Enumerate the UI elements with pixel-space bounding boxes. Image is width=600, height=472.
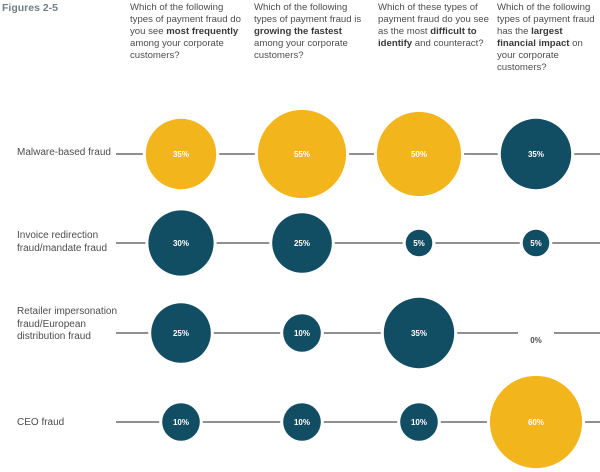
bubble-malware-col1 <box>145 118 217 190</box>
value-label: 5% <box>413 239 425 248</box>
row-label-ceo-fraud: CEO fraud <box>17 417 65 428</box>
value-label: 5% <box>530 239 542 248</box>
bubble-malware-col3 <box>376 111 462 197</box>
value-label: 0% <box>530 336 542 345</box>
row-label-retailer-impersonation: Retailer impersonation fraud/European di… <box>17 306 118 342</box>
value-label: 10% <box>294 329 310 338</box>
bubble-invoice-col1 <box>148 210 214 276</box>
value-label: 10% <box>411 418 427 427</box>
value-label: 55% <box>294 150 310 159</box>
value-label: 35% <box>528 150 544 159</box>
figure-label: Figures 2-5 <box>2 2 59 14</box>
bubble-retailer-col2 <box>283 314 321 352</box>
bubble-invoice-col2 <box>272 213 332 273</box>
bubble-malware-col2 <box>257 109 347 199</box>
bubble-ceo-col2 <box>283 403 321 441</box>
column-header-most-frequent: Which of the following types of payment … <box>130 2 241 61</box>
row-label-invoice-redirection: Invoice redirection fraud/mandate fraud <box>17 230 108 254</box>
value-label: 25% <box>294 239 310 248</box>
bubble-ceo-col1 <box>162 403 200 441</box>
bubble-ceo-col4 <box>489 375 583 469</box>
value-label: 10% <box>294 418 310 427</box>
bubble-retailer-col3 <box>383 297 455 369</box>
column-header-difficult-to-identify: Which of these types of payment fraud do… <box>378 2 489 49</box>
row-label-malware: Malware-based fraud <box>17 147 111 158</box>
bubble-retailer-col1 <box>151 303 211 363</box>
column-header-largest-impact: Which of the following types of payment … <box>497 2 595 73</box>
value-label: 30% <box>173 239 189 248</box>
value-label: 25% <box>173 329 189 338</box>
value-label: 35% <box>411 329 427 338</box>
bubble-invoice-col3 <box>405 229 433 257</box>
bubble-invoice-col4 <box>522 229 550 257</box>
bubble-malware-col4 <box>500 118 572 190</box>
column-header-growing-fastest: Which of the following types of payment … <box>254 2 362 61</box>
bubble-ceo-col3 <box>400 403 438 441</box>
value-label: 10% <box>173 418 189 427</box>
value-label: 60% <box>528 418 544 427</box>
value-label: 35% <box>173 150 189 159</box>
value-label: 50% <box>411 150 427 159</box>
